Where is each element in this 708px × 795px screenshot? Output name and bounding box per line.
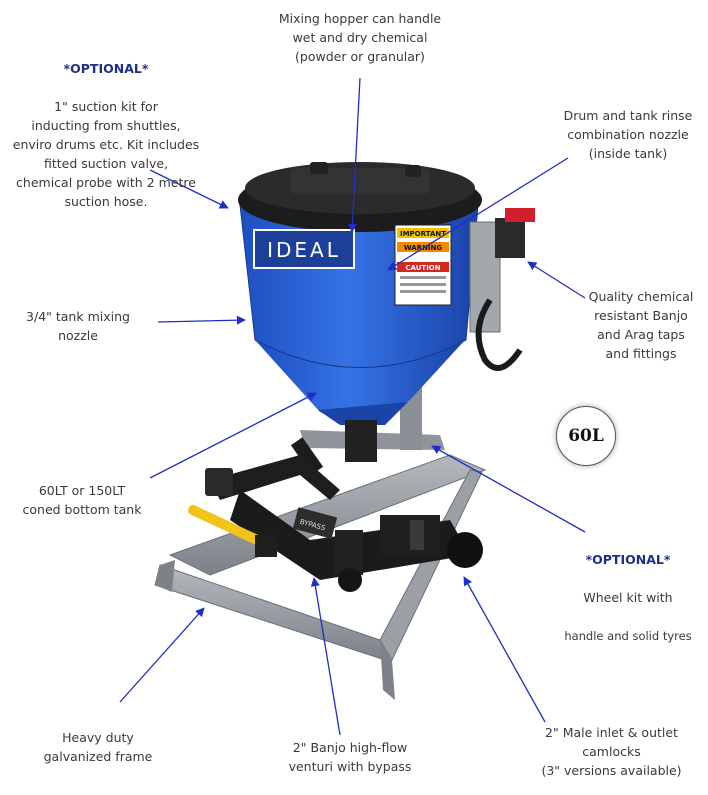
callout-suction-kit: *OPTIONAL* 1" suction kit for inducting …	[4, 40, 208, 211]
arrow-rinse	[387, 157, 569, 271]
arrow-frame	[119, 607, 205, 703]
callout-camlocks: 2" Male inlet & outlet camlocks (3" vers…	[541, 725, 682, 778]
callout-arrows	[119, 77, 586, 736]
plumbing: BYPASS	[187, 420, 483, 592]
arrow-hopper	[347, 77, 361, 233]
warning-sticker: IMPORTANT WARNING CAUTION	[394, 224, 452, 306]
callout-suction-text: 1" suction kit for inducting from shuttl…	[12, 99, 200, 209]
callout-wheel-text2: handle and solid tyres	[564, 629, 692, 643]
arrow-taps	[527, 261, 586, 299]
brand-logo-text: IDEAL	[267, 238, 341, 262]
arrow-venturi	[310, 577, 341, 736]
arrow-mixing-nozzle	[157, 315, 246, 325]
arrow-tank	[149, 392, 317, 479]
callout-mixing-nozzle: 3/4" tank mixing nozzle	[26, 309, 130, 343]
callout-wheel-optional: *OPTIONAL*	[585, 552, 671, 567]
arrow-camlocks	[463, 576, 546, 723]
arrow-suction	[149, 169, 229, 209]
callout-frame: Heavy duty galvanized frame	[43, 730, 153, 764]
capacity-badge: 60L	[556, 406, 616, 466]
brand-logo: IDEAL	[253, 229, 355, 269]
callout-tank: 60LT or 150LT coned bottom tank	[22, 483, 142, 517]
callout-rinse-nozzle: Drum and tank rinse combination nozzle (…	[563, 108, 693, 161]
callout-wheel-kit: *OPTIONAL* Wheel kit with handle and sol…	[548, 531, 708, 646]
taps-and-fittings	[469, 208, 535, 371]
sticker-important: IMPORTANT	[400, 230, 446, 238]
callout-venturi: 2" Banjo high-flow venturi with bypass	[288, 740, 412, 774]
callout-hopper: Mixing hopper can handle wet and dry che…	[278, 11, 442, 64]
arrow-wheel	[431, 445, 586, 533]
callout-taps: Quality chemical resistant Banjo and Ara…	[588, 289, 694, 361]
callout-wheel-text: Wheel kit with	[583, 590, 673, 605]
callout-suction-optional: *OPTIONAL*	[63, 61, 149, 76]
sticker-caution: CAUTION	[405, 264, 440, 272]
